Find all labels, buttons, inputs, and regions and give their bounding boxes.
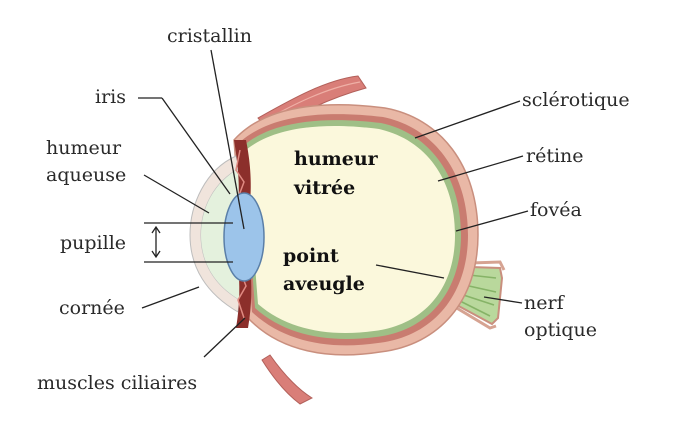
label-humeur-vitree-line2: vitrée — [293, 177, 355, 199]
label-humeur-aqueuse-line2: aqueuse — [46, 164, 126, 186]
label-nerf-optique-line2: optique — [524, 319, 597, 341]
label-nerf-optique-line1: nerf — [524, 292, 566, 314]
lens — [223, 192, 265, 282]
label-pupille: pupille — [60, 232, 126, 254]
leader-lines — [138, 49, 529, 358]
labels: cristallin iris humeur aqueuse pupille c… — [37, 25, 630, 394]
label-point-aveugle-line2: aveugle — [283, 273, 365, 295]
label-retine: rétine — [526, 145, 584, 167]
label-humeur-aqueuse-line1: humeur — [46, 137, 122, 159]
label-iris: iris — [95, 86, 126, 108]
label-cristallin: cristallin — [167, 25, 252, 47]
label-cornee: cornée — [59, 297, 125, 319]
label-humeur-vitree-line1: humeur — [294, 148, 379, 170]
label-fovea: fovéa — [530, 199, 582, 221]
vitreous-humor — [246, 126, 455, 334]
label-muscles-ciliaires: muscles ciliaires — [37, 372, 197, 394]
label-sclerotique: sclérotique — [522, 89, 630, 111]
label-point-aveugle-line1: point — [283, 245, 339, 267]
